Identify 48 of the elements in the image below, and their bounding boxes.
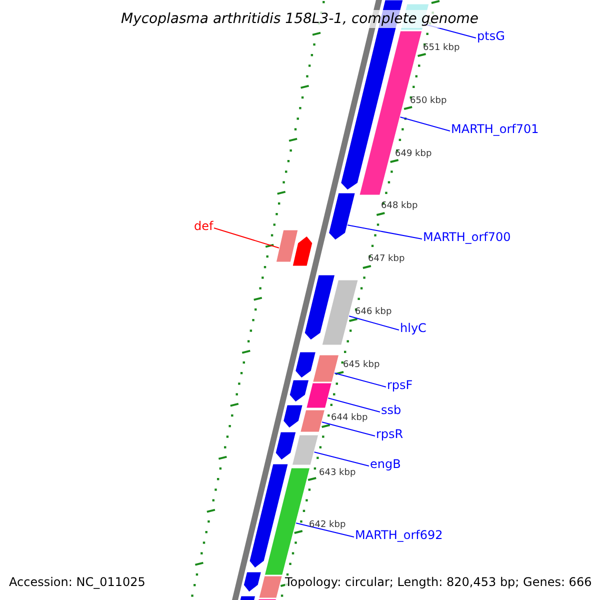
leader-line (346, 224, 422, 240)
scale-label: 642 kbp (309, 521, 346, 530)
gene-feature (300, 410, 326, 432)
leader-line (399, 116, 450, 132)
gene-feature (304, 274, 336, 340)
leader-line (313, 452, 370, 466)
leader-line (334, 372, 386, 388)
gene-label: engB (370, 458, 401, 470)
gene-label: rpsF (387, 379, 413, 391)
leader-line (327, 398, 380, 412)
scale-label: 647 kbp (368, 255, 405, 264)
leader-line (348, 316, 400, 330)
gene-feature (258, 576, 283, 598)
leader-line (214, 228, 280, 248)
gene-label: hlyC (400, 322, 426, 334)
genome-info: Topology: circular; Length: 820,453 bp; Genes: 666 (285, 576, 592, 588)
gene-feature (276, 230, 298, 262)
gene-feature (275, 432, 296, 460)
genome-info: Accession: NC_011025 (9, 576, 146, 588)
gene-feature (243, 572, 262, 592)
scale-label: 649 kbp (395, 150, 432, 159)
scale-label: 648 kbp (381, 202, 418, 211)
gene-feature (289, 380, 310, 402)
gene-feature (264, 468, 310, 576)
gene-feature (306, 382, 332, 408)
leader-line (295, 522, 354, 538)
gene-label: ptsG (477, 30, 505, 42)
gene-feature (249, 464, 288, 568)
gene-feature (292, 434, 319, 466)
scale-label: 646 kbp (355, 308, 392, 317)
gene-label: rpsR (376, 428, 404, 440)
gene-label: MARTH_orf700 (423, 231, 511, 243)
gene-feature (282, 404, 304, 428)
scale-label: 650 kbp (410, 97, 447, 106)
leader-line (321, 422, 376, 436)
gene-feature (312, 354, 340, 382)
gene-label: ssb (381, 404, 402, 416)
gene-label: def (194, 220, 214, 232)
scale-label: 651 kbp (423, 44, 460, 53)
gene-feature (328, 192, 356, 240)
title: Mycoplasma arthritidis 158L3-1, complete genome (119, 10, 481, 28)
gene-feature (294, 352, 316, 378)
scale-label: 645 kbp (343, 361, 380, 370)
gene-label: MARTH_orf701 (451, 123, 539, 135)
gene-label: MARTH_orf692 (355, 529, 443, 541)
scale-label: 643 kbp (319, 469, 356, 478)
gene-feature (292, 236, 313, 266)
scale-label: 644 kbp (331, 414, 368, 423)
